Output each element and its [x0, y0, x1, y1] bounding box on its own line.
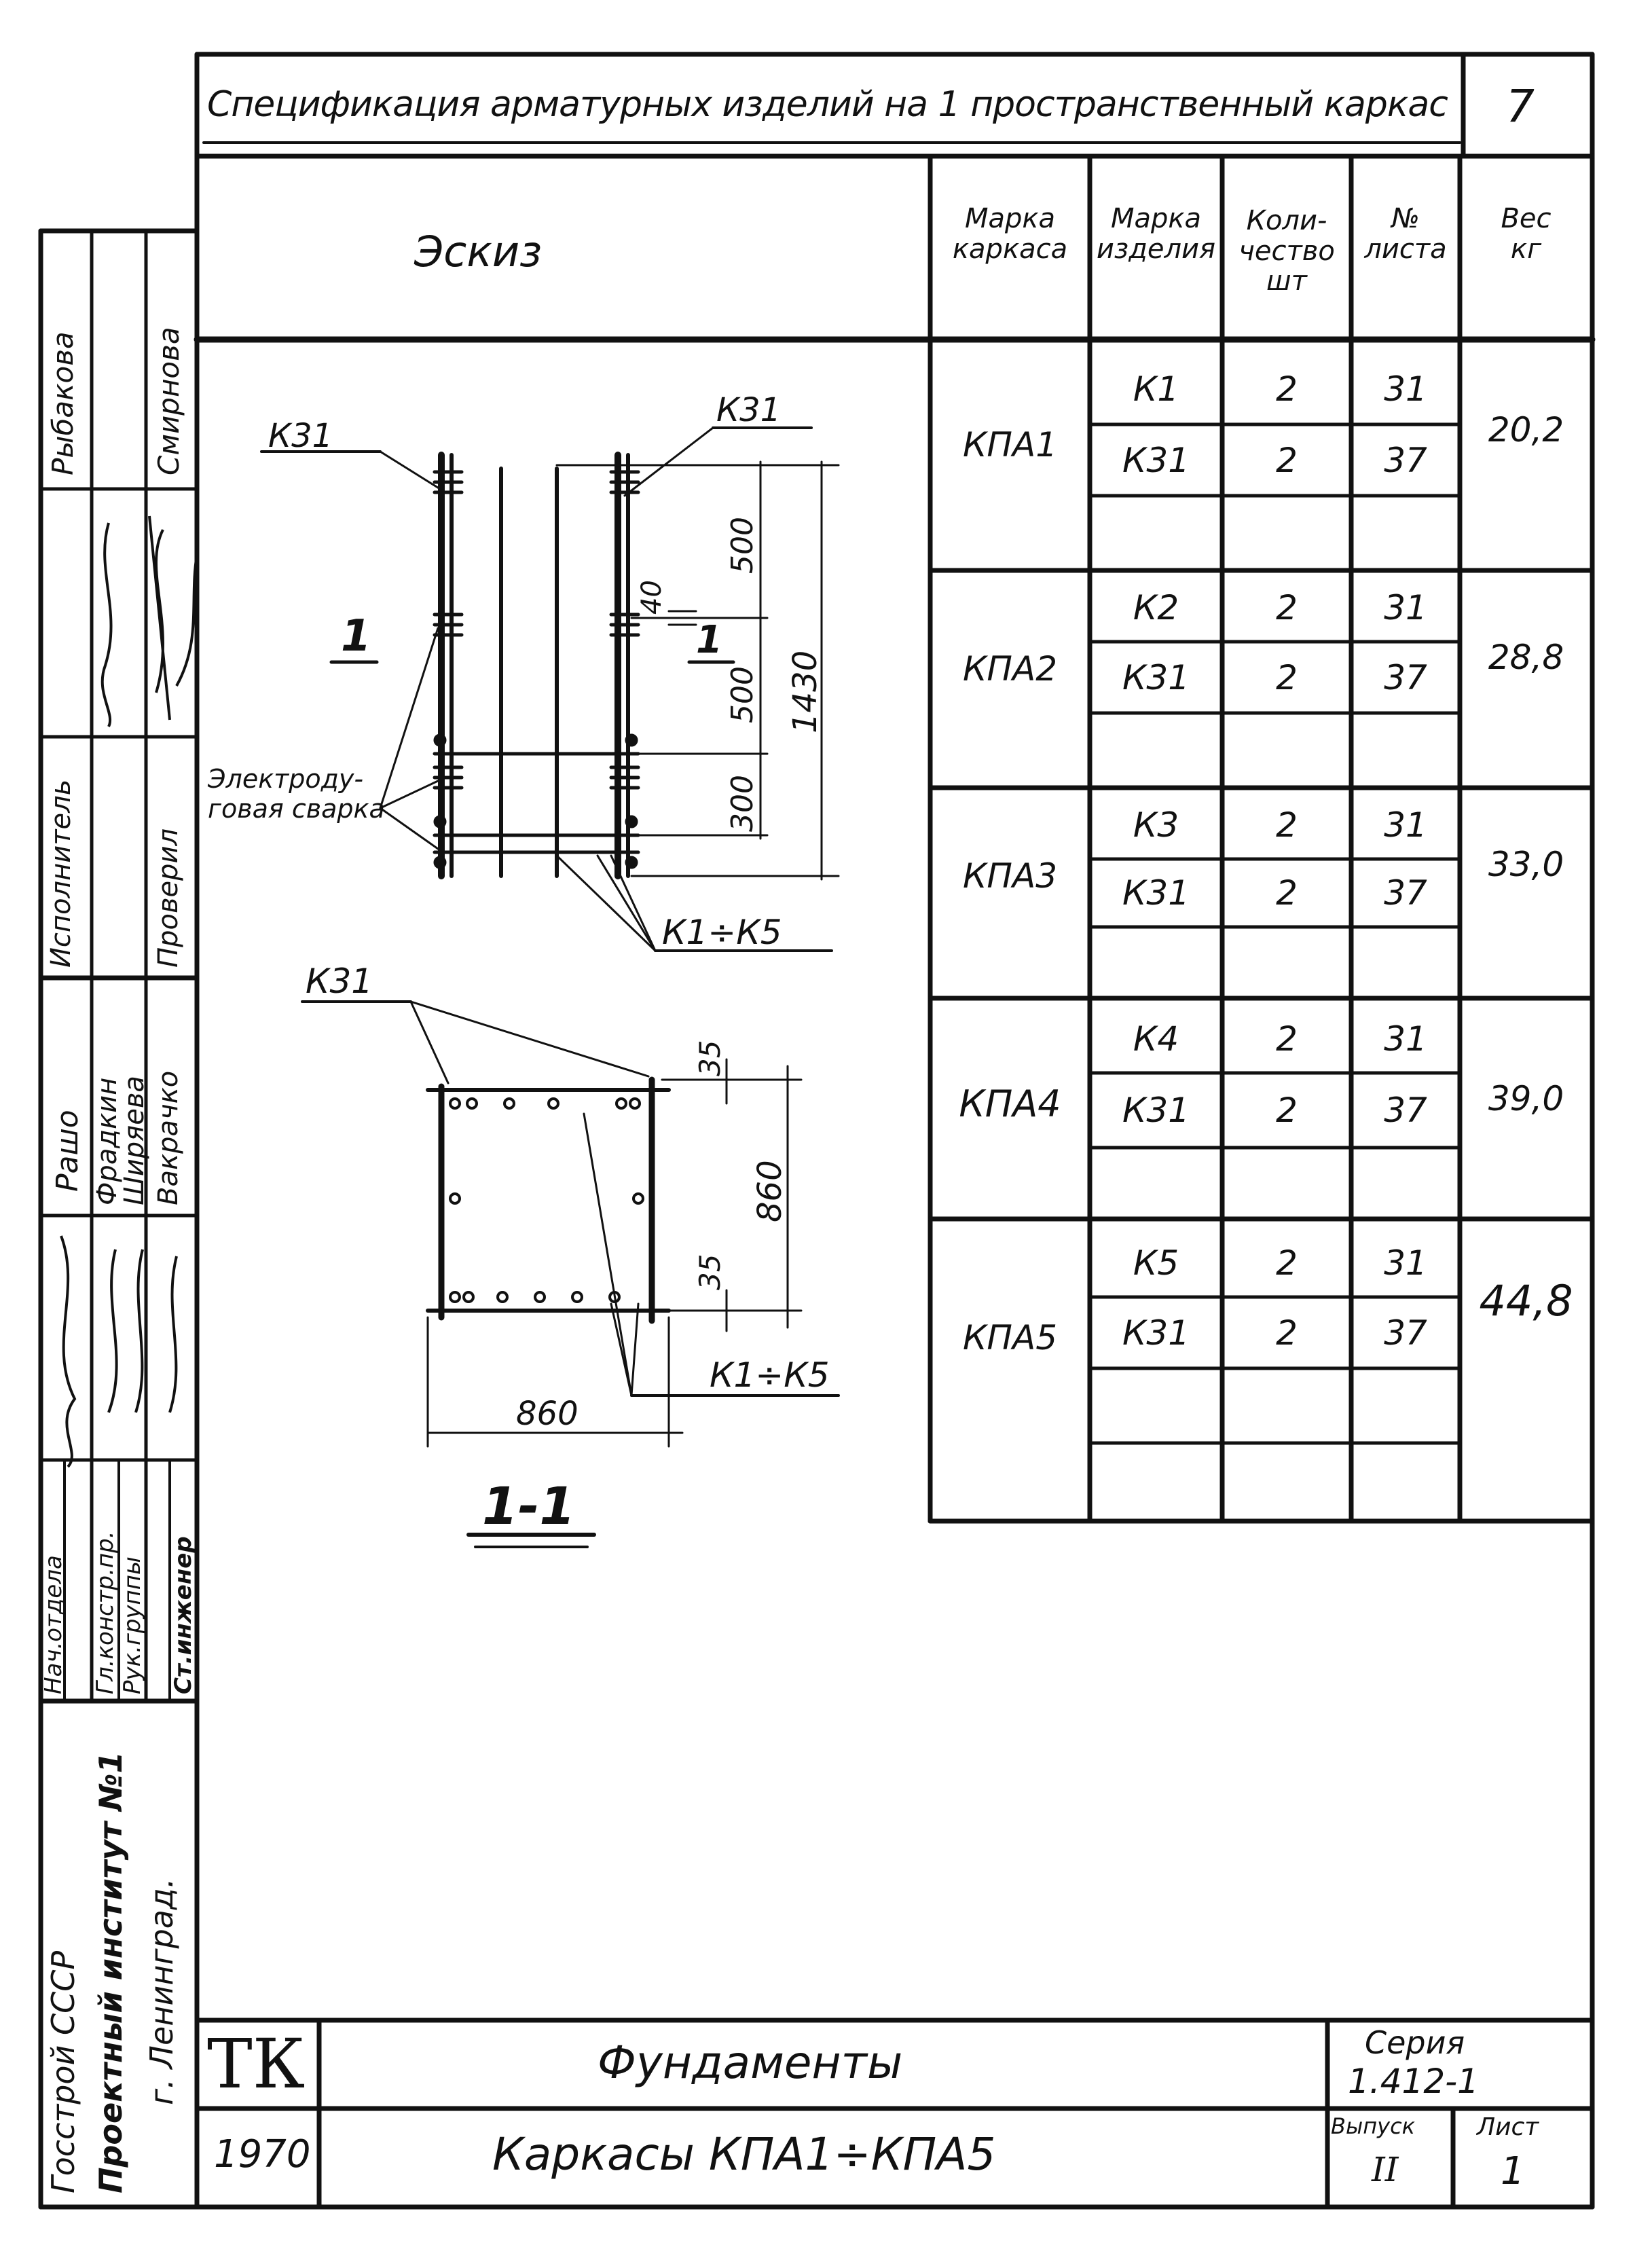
- header-frame-mark: Марка каркаса: [930, 183, 1090, 285]
- elevation-sketch: [260, 426, 840, 952]
- header-item-mark-line2: изделия: [1096, 234, 1216, 265]
- item-mark-cell: К31: [1122, 1313, 1190, 1353]
- header-weight: Вес кг: [1460, 183, 1592, 285]
- quantity-cell: 2: [1276, 1243, 1298, 1283]
- item-mark-cell: К5: [1133, 1243, 1179, 1283]
- header-quantity-line3: шт: [1266, 266, 1307, 297]
- quantity-cell: 2: [1276, 1091, 1298, 1130]
- dim-1430: 1430: [786, 650, 824, 733]
- frame-mark-cell: КПА4: [959, 1082, 1061, 1125]
- header-item-mark-line1: Марка: [1110, 203, 1202, 235]
- sheet-no-cell: 37: [1384, 657, 1427, 697]
- page-number: 7: [1506, 80, 1535, 132]
- label-k1-k5-top: К1÷К5: [662, 913, 782, 952]
- quantity-cell: 2: [1276, 873, 1298, 913]
- cut-mark-left: 1: [341, 611, 371, 661]
- label-k31-right: К31: [716, 391, 782, 429]
- org-line1: Госстрой СССР: [45, 1950, 81, 2193]
- frame-mark-cell: КПА2: [962, 649, 1058, 689]
- sheet-title: Спецификация арматурных изделий на 1 про…: [207, 84, 1448, 125]
- header-sheet-no-line2: листа: [1364, 234, 1447, 265]
- logo: ТК: [207, 2024, 306, 2104]
- name-smirnova: Смирнова: [152, 327, 185, 475]
- sheet-no-cell: 37: [1384, 1091, 1427, 1130]
- sheet-value: 1: [1501, 2149, 1525, 2193]
- label-k1-k5-section: К1÷К5: [710, 1355, 830, 1395]
- quantity-cell: 2: [1276, 805, 1298, 845]
- sheet-no-cell: 31: [1384, 369, 1427, 409]
- signatures: [60, 515, 197, 1468]
- weight-cell: 28,8: [1488, 637, 1564, 677]
- frame-mark-cell: КПА5: [962, 1318, 1058, 1357]
- sheet-no-cell: 37: [1384, 1313, 1427, 1353]
- weld-label-line1: Электроду-: [208, 764, 364, 794]
- org-line2: Проектный институт №1: [92, 1751, 129, 2193]
- header-item-mark: Марка изделия: [1090, 183, 1222, 285]
- dim-35-bottom: 35: [693, 1254, 727, 1290]
- frame-mark-cell: КПА1: [962, 425, 1058, 464]
- sheet-label: Лист: [1477, 2113, 1539, 2141]
- header-sheet-no: № листа: [1351, 183, 1460, 285]
- dim-35-top: 35: [693, 1040, 727, 1076]
- header-quantity-line1: Коли-: [1246, 204, 1327, 236]
- weld-label-line2: говая сварка: [208, 794, 385, 824]
- weight-cell: 39,0: [1488, 1078, 1564, 1118]
- quantity-cell: 2: [1276, 588, 1298, 627]
- org-line3: г. Ленинград.: [143, 1878, 180, 2105]
- section-label: 1-1: [482, 1476, 576, 1536]
- quantity-cell: 2: [1276, 440, 1298, 480]
- sheet-no-cell: 37: [1384, 873, 1427, 913]
- quantity-cell: 2: [1276, 1019, 1298, 1059]
- dim-300: 300: [725, 775, 760, 832]
- drawing-title: Каркасы КПА1÷КПА5: [492, 2128, 996, 2180]
- header-sheet-no-line1: №: [1391, 203, 1420, 235]
- issue-value: II: [1372, 2150, 1399, 2189]
- year: 1970: [214, 2132, 311, 2176]
- label-k31-section: К31: [306, 962, 373, 1001]
- header-weight-line2: кг: [1510, 234, 1542, 265]
- section-sketch: [301, 1000, 840, 1548]
- dim-860-vertical: 860: [751, 1160, 789, 1222]
- series-value: 1.412-1: [1348, 2062, 1479, 2101]
- weight-cell: 20,2: [1488, 409, 1564, 450]
- sheet-no-cell: 31: [1384, 805, 1427, 845]
- cut-mark-right: 1: [696, 618, 722, 662]
- weight-cell: 44,8: [1479, 1275, 1573, 1326]
- header-frame-mark-line2: каркаса: [952, 234, 1068, 265]
- item-mark-cell: К31: [1122, 873, 1190, 913]
- header-weight-line1: Вес: [1501, 203, 1552, 235]
- frame-mark-cell: КПА3: [962, 856, 1058, 896]
- series-label: Серия: [1365, 2024, 1465, 2061]
- item-mark-cell: К31: [1122, 657, 1190, 697]
- sheet-no-cell: 31: [1384, 588, 1427, 627]
- name-rybakova: Рыбакова: [46, 331, 79, 475]
- item-mark-cell: К3: [1133, 805, 1179, 845]
- header-sketch: Эскиз: [414, 227, 543, 276]
- header-frame-mark-line1: Марка: [964, 203, 1056, 235]
- item-mark-cell: К1: [1133, 369, 1179, 409]
- quantity-cell: 2: [1276, 369, 1298, 409]
- dim-500-top: 500: [725, 517, 760, 574]
- sheet-no-cell: 37: [1384, 440, 1427, 480]
- weight-cell: 33,0: [1488, 844, 1564, 884]
- dim-40: 40: [636, 580, 667, 615]
- subject: Фундаменты: [598, 2037, 903, 2089]
- dim-860-horizontal: 860: [516, 1395, 579, 1433]
- quantity-cell: 2: [1276, 1313, 1298, 1353]
- sheet-no-cell: 31: [1384, 1243, 1427, 1283]
- sheet-no-cell: 31: [1384, 1019, 1427, 1059]
- item-mark-cell: К4: [1133, 1019, 1179, 1059]
- item-mark-cell: К2: [1133, 588, 1179, 627]
- item-mark-cell: К31: [1122, 1091, 1190, 1130]
- label-k31-left: К31: [268, 417, 333, 455]
- item-mark-cell: К31: [1122, 440, 1190, 480]
- dim-500-mid: 500: [725, 666, 760, 723]
- header-quantity-line2: чество: [1238, 235, 1335, 267]
- issue-label: Выпуск: [1331, 2113, 1415, 2139]
- quantity-cell: 2: [1276, 657, 1298, 697]
- header-quantity: Коли- чество шт: [1222, 183, 1351, 319]
